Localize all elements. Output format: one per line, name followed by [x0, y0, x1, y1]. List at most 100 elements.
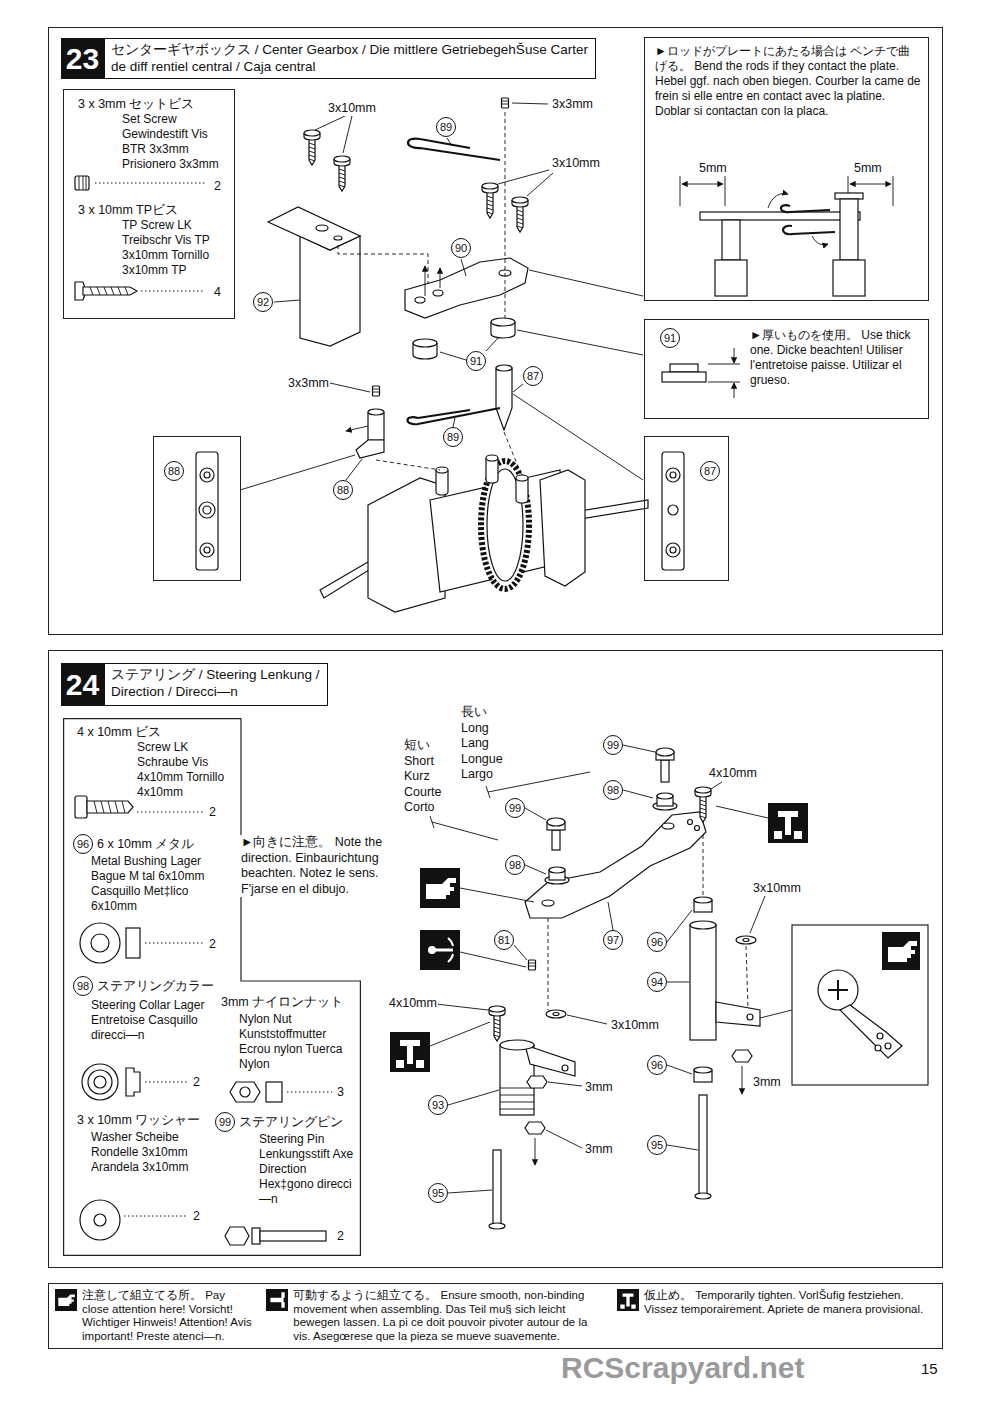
step23-drawing — [486, 455, 498, 461]
step24-drawing — [436, 1004, 488, 1010]
step23-drawing — [670, 547, 676, 553]
step23-drawing — [373, 386, 380, 396]
dimension-label: 長い Long Lang Longue Largo — [460, 705, 516, 783]
step23-drawing — [196, 452, 218, 570]
step24-drawing — [548, 918, 549, 1010]
part-name: ステアリングピン — [239, 1114, 343, 1130]
step23-drawing — [436, 467, 448, 473]
step24-drawing — [460, 952, 526, 967]
step24-drawing — [608, 896, 765, 1150]
dimension-label: 3mm — [752, 1074, 782, 1090]
step24-drawing — [514, 945, 527, 960]
step24-drawing — [94, 1214, 106, 1226]
step24-drawing — [688, 820, 693, 825]
part-name: 3mm ナイロンナット — [221, 994, 343, 1010]
step23-drawing — [304, 130, 320, 165]
step-title: ステアリング / Steering Lenkung / Direction / … — [104, 663, 328, 706]
callout-number: 89 — [443, 427, 463, 447]
step23-drawing — [204, 472, 210, 478]
step23-drawing — [440, 268, 441, 288]
step24-drawing — [420, 930, 460, 970]
step23-drawing — [666, 468, 680, 482]
legend-item: 可動するように組立てる。 Ensure smooth, non-binding … — [266, 1289, 605, 1343]
step24-drawing — [542, 900, 554, 906]
step24-drawing — [546, 1010, 566, 1018]
step23-drawing — [512, 103, 548, 104]
step23-drawing — [512, 197, 528, 232]
step24-drawing — [736, 936, 756, 944]
dimension-label: 3x10mm — [610, 1017, 660, 1033]
parts-list: 3 x 3mm セットビスSet Screw Gewindestift Vis … — [63, 89, 235, 319]
step24-drawing — [695, 1193, 711, 1199]
legend-symbol — [266, 1289, 288, 1311]
step23-drawing — [529, 270, 643, 296]
step-panel: 24ステアリング / Steering Lenkung / Direction … — [48, 650, 943, 1268]
legend-symbol — [617, 1289, 639, 1311]
step-panel: 23センターギヤボックス / Center Gearbox / Die mitt… — [48, 27, 943, 635]
step24-drawing — [230, 1082, 260, 1102]
callout-number: 93 — [428, 1095, 448, 1115]
step24-drawing — [567, 1015, 607, 1024]
step23-drawing — [204, 547, 210, 553]
callout-number: 96 — [647, 932, 667, 952]
note-text: ►向きに注意。 Note the direction. Einbaurichtu… — [240, 835, 414, 897]
step23-drawing — [141, 291, 205, 292]
page-number: 15 — [920, 1359, 939, 1378]
part-name: Washer Scheibe Rondelle 3x10mm Arandela … — [91, 1130, 211, 1175]
callout-number: 94 — [647, 972, 667, 992]
part-quantity: 2 — [209, 936, 216, 952]
step23-drawing — [199, 502, 215, 518]
part-quantity: 2 — [214, 178, 221, 194]
step23-drawing — [200, 468, 214, 482]
callout-number: 98 — [73, 976, 93, 996]
step23-drawing — [502, 98, 509, 108]
step24-drawing — [657, 793, 673, 799]
step24-drawing — [91, 934, 109, 952]
legend-symbol — [266, 1289, 288, 1311]
step23-drawing — [486, 458, 498, 483]
callout-number: 88 — [164, 461, 184, 481]
step24-drawing — [94, 1076, 106, 1088]
callout-number: 95 — [428, 1183, 448, 1203]
step23-drawing — [496, 365, 512, 371]
note-box: 91►厚いものを使用。 Use thick one. Dicke beachte… — [644, 319, 929, 419]
step24-drawing — [448, 938, 453, 962]
step24-drawing — [94, 801, 125, 813]
step24-drawing — [732, 1050, 752, 1062]
step24-drawing — [430, 772, 590, 840]
part-name: Set Screw Gewindestift Vis BTR 3x3mm Pri… — [122, 112, 230, 172]
step23-drawing — [453, 418, 455, 427]
step24-drawing — [525, 1045, 575, 1076]
step23-drawing — [662, 372, 706, 382]
parts-list: 4 x 10mm ビスScrew LK Schraube Vis 4x10mm … — [63, 718, 361, 1256]
callout-number: 99 — [215, 1112, 235, 1132]
step23-drawing — [734, 383, 735, 398]
step23-drawing — [513, 394, 643, 480]
step24-drawing — [88, 1070, 112, 1094]
step24-drawing — [768, 803, 808, 843]
step23-drawing — [338, 245, 428, 284]
step23-drawing — [425, 266, 426, 296]
step24-drawing — [882, 932, 920, 970]
legend-symbol — [617, 1289, 639, 1311]
step23-drawing — [768, 194, 788, 208]
step23-drawing — [715, 260, 747, 296]
legend-text: 注意して組立てる所。 Pay close attention here! Vor… — [82, 1289, 254, 1343]
step23-drawing — [722, 220, 740, 260]
step24-drawing — [703, 835, 704, 897]
step24-drawing — [711, 782, 722, 789]
step23-drawing — [680, 176, 893, 206]
step23-drawing — [700, 212, 860, 220]
part-name: Steering Pin Lenkungsstift Axe Direction… — [259, 1132, 355, 1207]
dimension-label: 3x10mm — [327, 100, 377, 116]
step23-drawing — [668, 505, 678, 515]
callout-number: 88 — [333, 480, 353, 500]
dimension-label: 4x10mm — [708, 765, 758, 781]
step23-drawing — [95, 183, 205, 184]
callout-number: 98 — [603, 780, 623, 800]
step23-drawing — [812, 236, 828, 245]
step23-drawing — [670, 364, 698, 372]
step24-drawing — [760, 1010, 792, 1018]
step24-drawing — [525, 1122, 545, 1134]
legend-item: 注意して組立てる所。 Pay close attention here! Vor… — [55, 1289, 254, 1343]
